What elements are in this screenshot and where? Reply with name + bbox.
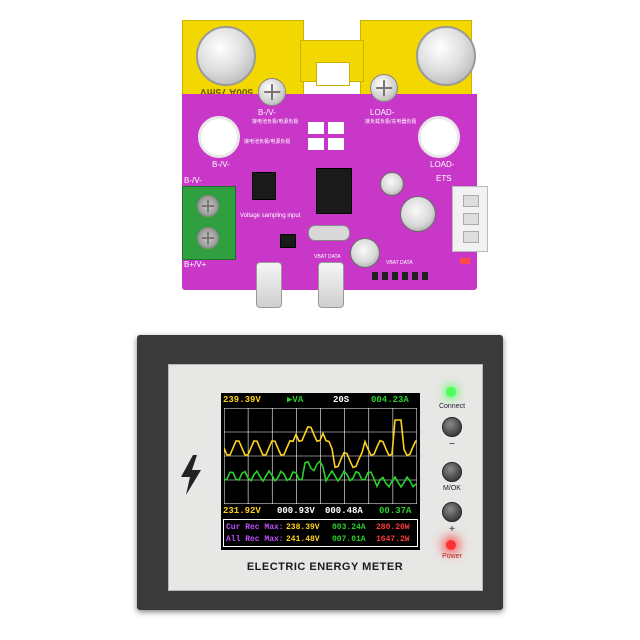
- lcd-voltage-min: 231.92V: [223, 506, 261, 516]
- capacitor-2: [400, 196, 436, 232]
- power-label: Power: [442, 553, 462, 560]
- crystal: [308, 225, 350, 241]
- lcd-axis-mid-1: 000.93V: [277, 506, 315, 516]
- voltage-trace: [224, 419, 417, 469]
- main-ic: [316, 168, 352, 214]
- voltage-sampling-label: Voltage sampling input: [240, 213, 301, 219]
- terminal-screw-top: [197, 195, 219, 217]
- pin-header: [372, 272, 432, 280]
- all-rec-label: All Rec Max:: [226, 535, 284, 544]
- board-logo: [308, 122, 348, 152]
- status-led: [460, 258, 470, 264]
- capacitor-3: [350, 238, 380, 268]
- right-terminal-sub: 接负载负极/充电器负极: [365, 119, 417, 125]
- vbat-label-1: VBAT DATA: [314, 254, 341, 260]
- cur-rec-power: 280.26W: [376, 523, 410, 532]
- minus-label: −: [449, 439, 455, 450]
- connect-label: Connect: [438, 403, 466, 410]
- lcd-mode: ▶VA: [287, 395, 304, 405]
- plus-button[interactable]: [442, 502, 462, 522]
- small-ic-center: [280, 234, 296, 248]
- lcd-current-min: 00.37A: [379, 506, 412, 516]
- left-terminal-label: B-/V-: [258, 108, 276, 117]
- left-hole-sub: 接电池负极/电源负极: [244, 139, 291, 145]
- ets-connector: [452, 186, 488, 252]
- right-screw: [370, 74, 398, 102]
- terminal-screw-bottom: [197, 227, 219, 249]
- connect-led: [446, 387, 456, 397]
- plus-label: +: [449, 524, 455, 535]
- capacitor-1: [380, 172, 404, 196]
- left-hole-label: B-/V-: [212, 160, 230, 169]
- left-mount-hole: [198, 116, 240, 158]
- right-bolt: [416, 26, 476, 86]
- all-rec-power: 1647.2W: [376, 535, 410, 544]
- right-terminal-label: LOAD-: [370, 108, 395, 117]
- vbat-label-2: VBAT DATA: [386, 260, 413, 266]
- lcd-graph: [224, 408, 417, 504]
- left-screw: [258, 78, 286, 106]
- shunt-module-pcb: 500A 75mV B-/V- 接电池负极/电源负极 LOAD- 接负载负极/充…: [160, 10, 490, 308]
- lcd-time-span: 20S: [333, 395, 350, 405]
- mok-label: M/OK: [443, 485, 461, 492]
- meter-lcd-screen: 239.39V ▶VA 20S 004.23A 231.92V 000.93V …: [221, 393, 420, 550]
- cur-rec-label: Cur Rec Max:: [226, 523, 284, 532]
- lightning-icon: [178, 455, 204, 495]
- right-hole-label: LOAD-: [430, 160, 455, 169]
- all-rec-current: 007.01A: [332, 535, 366, 544]
- lcd-axis-mid-2: 000.48A: [325, 506, 363, 516]
- cur-rec-current: 003.24A: [332, 523, 366, 532]
- left-bolt: [196, 26, 256, 86]
- shunt-center-slot: [316, 62, 350, 86]
- minus-button[interactable]: [442, 417, 462, 437]
- meter-title: ELECTRIC ENERGY METER: [246, 561, 404, 573]
- ets-label: ETS: [436, 174, 452, 183]
- bottom-left-label: B+/V+: [184, 260, 207, 269]
- power-led: [446, 540, 456, 550]
- mok-button[interactable]: [442, 462, 462, 482]
- lcd-voltage-max: 239.39V: [223, 395, 261, 405]
- voltage-terminal-label: B-/V-: [184, 176, 202, 185]
- usb-c-port-left: [256, 262, 282, 308]
- pcb-upper-strip: [182, 94, 477, 114]
- cur-rec-voltage: 238.39V: [286, 523, 320, 532]
- lcd-current-max: 004.23A: [371, 395, 409, 405]
- current-trace: [224, 459, 417, 489]
- small-ic-left: [252, 172, 276, 200]
- usb-c-port-right: [318, 262, 344, 308]
- left-terminal-sub: 接电池负极/电源负极: [252, 119, 299, 125]
- all-rec-voltage: 241.48V: [286, 535, 320, 544]
- right-mount-hole: [418, 116, 460, 158]
- voltage-terminal-block: [182, 186, 236, 260]
- lcd-record-table: Cur Rec Max: 238.39V 003.24A 280.26W All…: [223, 519, 418, 547]
